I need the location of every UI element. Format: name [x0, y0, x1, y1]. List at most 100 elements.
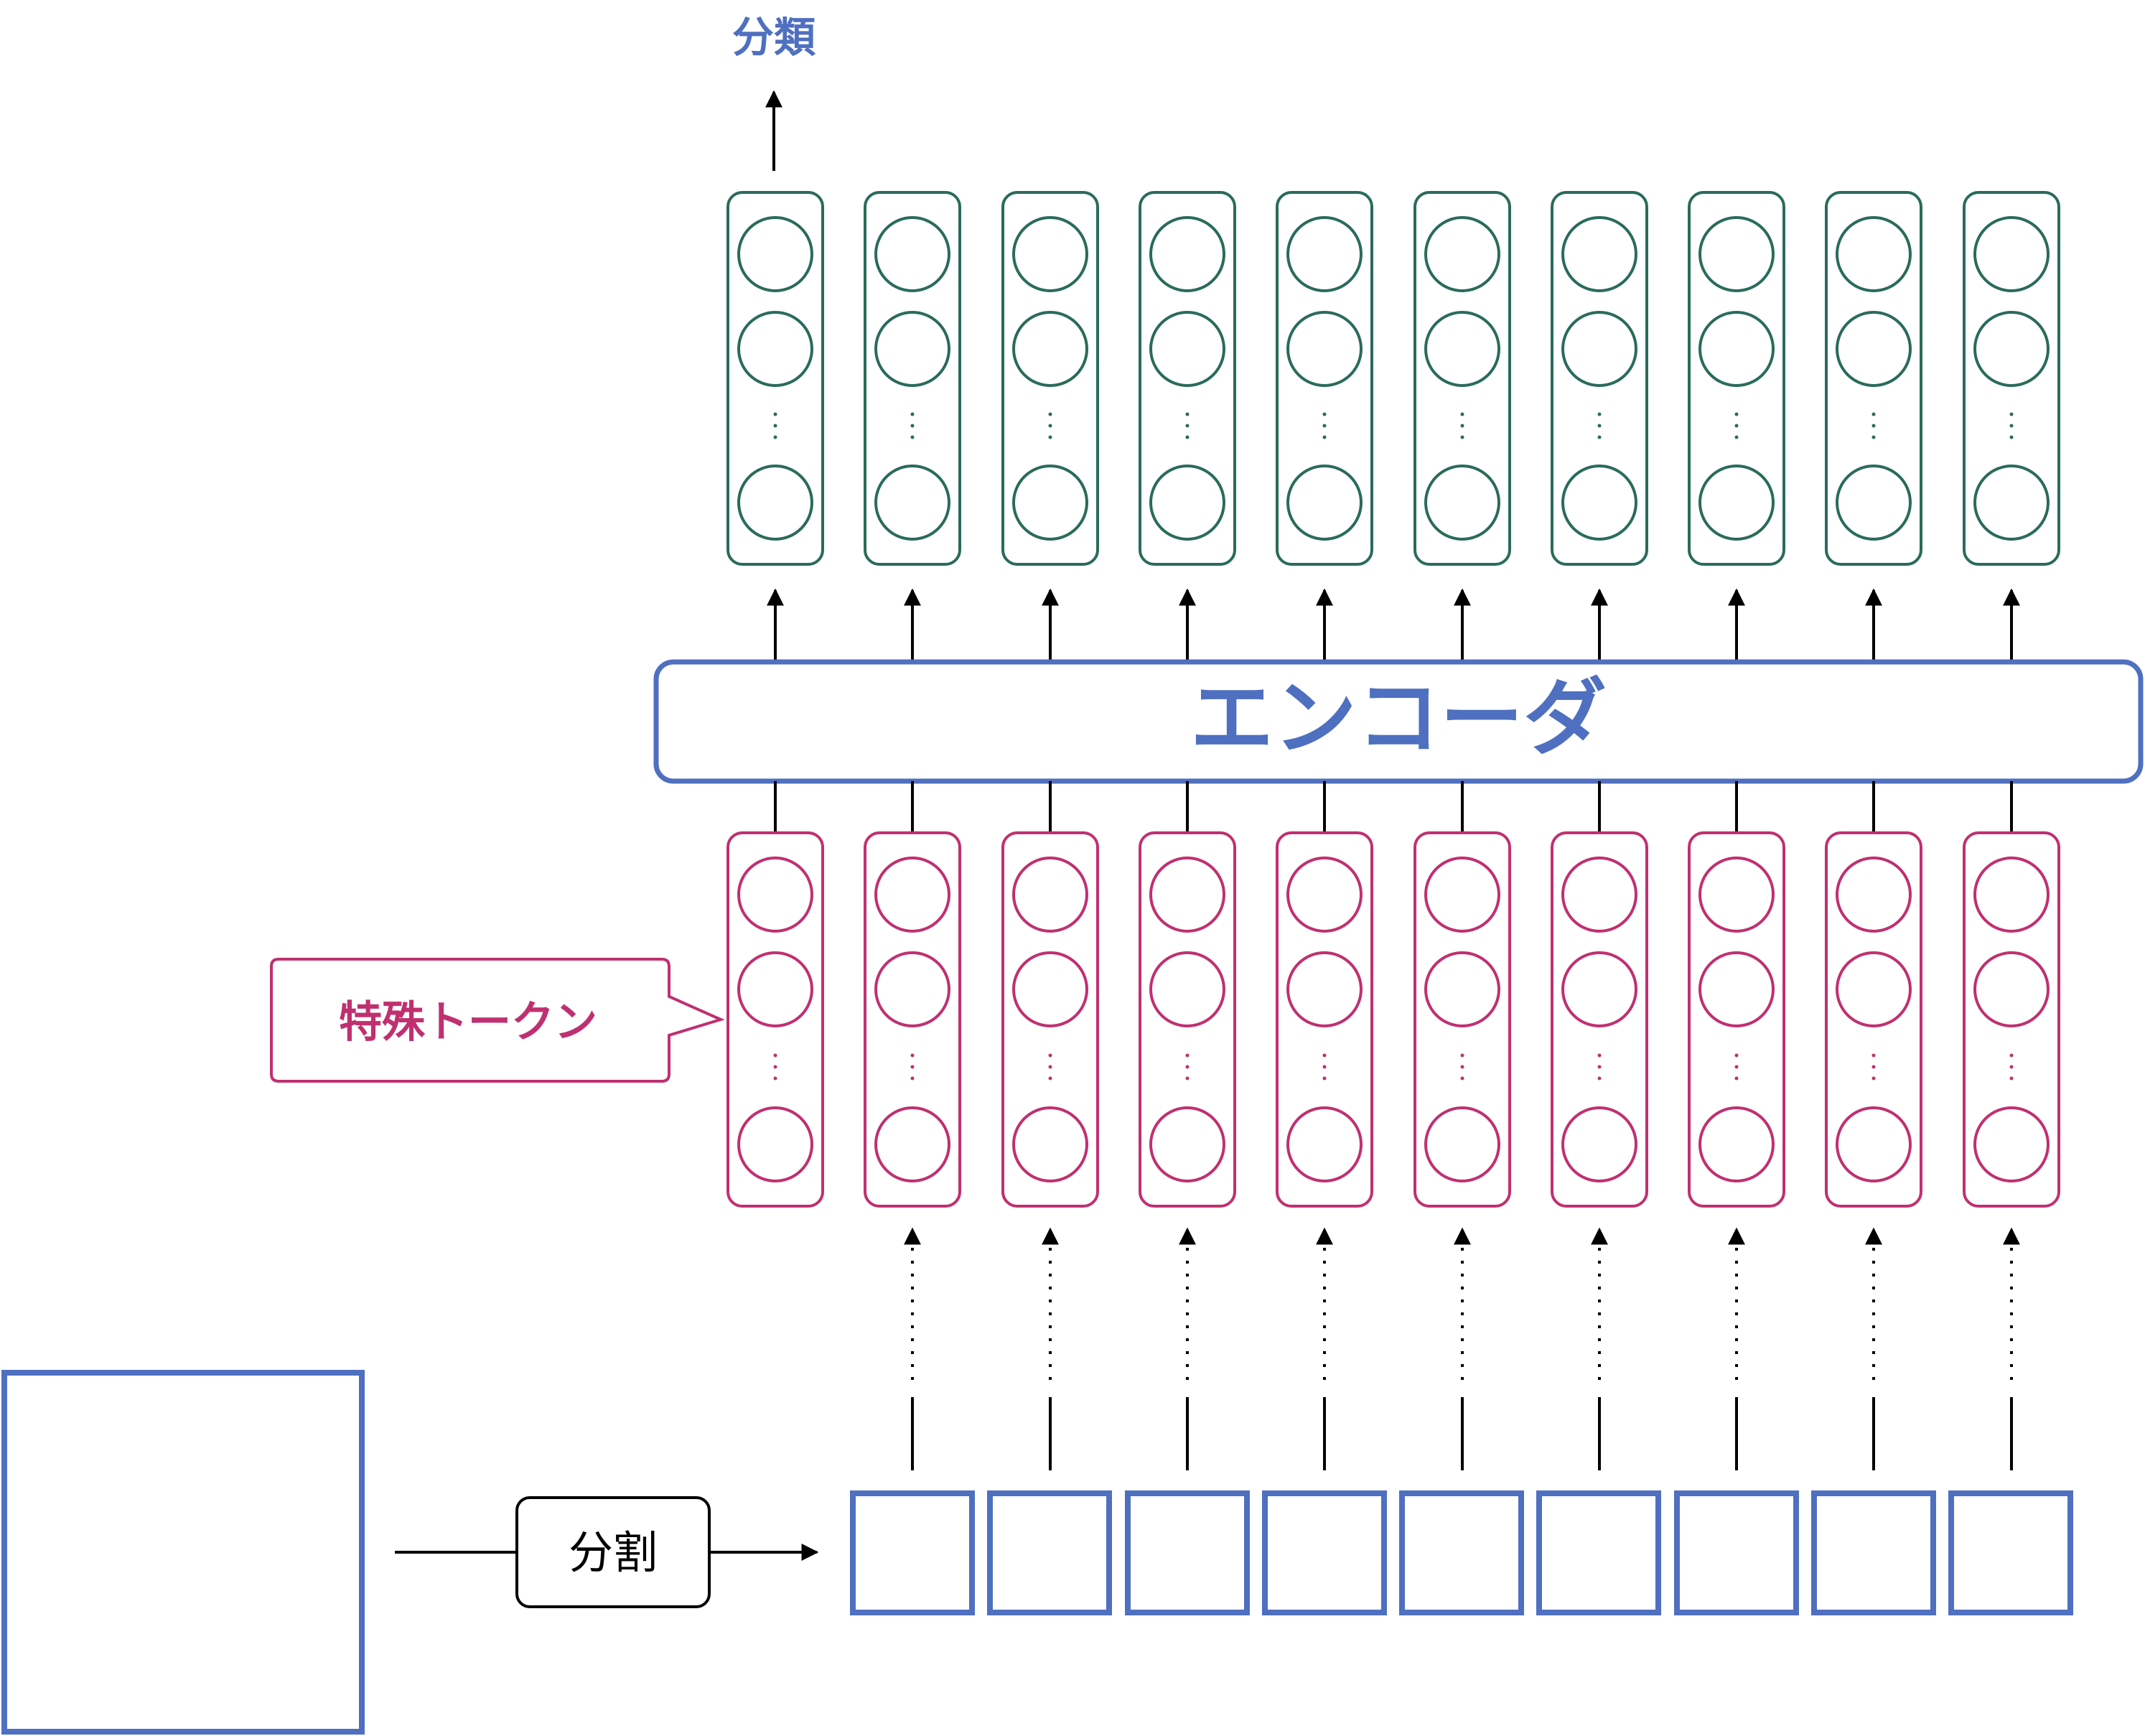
input-column-6 — [1551, 831, 1648, 1208]
neuron-node — [1286, 1106, 1363, 1182]
encoder-label: エンコーダ — [1190, 670, 1607, 767]
neuron-node — [1973, 465, 2050, 541]
ellipsis-dot — [1322, 435, 1327, 439]
neuron-node — [1836, 465, 1912, 541]
image-patch — [1811, 1490, 1936, 1615]
output-column-7 — [1688, 191, 1785, 566]
neuron-node — [1149, 216, 1225, 292]
classification-label: 分類 — [732, 13, 816, 62]
ellipsis-dot — [1871, 1076, 1876, 1081]
neuron-node — [1973, 311, 2050, 387]
ellipsis-dot — [1322, 424, 1327, 428]
neuron-node — [1149, 1106, 1225, 1182]
neuron-node — [1973, 951, 2050, 1027]
ellipsis-dot — [1460, 424, 1464, 428]
neuron-node — [874, 216, 950, 292]
neuron-node — [1286, 857, 1363, 933]
neuron-node — [1698, 951, 1775, 1027]
output-column-4 — [1276, 191, 1373, 566]
encoder-input-lines — [774, 781, 2013, 833]
input-column-9 — [1963, 831, 2060, 1208]
output-column-6 — [1551, 191, 1648, 566]
ellipsis-dot — [1322, 1076, 1327, 1081]
ellipsis-dot — [1322, 412, 1327, 416]
ellipsis-dot — [1460, 1053, 1464, 1058]
neuron-node — [874, 1106, 950, 1182]
ellipsis-dot — [773, 435, 777, 439]
neuron-node — [1561, 465, 1637, 541]
input-column-1 — [864, 831, 961, 1208]
neuron-node — [1424, 311, 1500, 387]
neuron-node — [1561, 857, 1637, 933]
neuron-node — [1836, 1106, 1912, 1182]
ellipsis-dot — [1048, 435, 1052, 439]
image-patches — [850, 1490, 2073, 1615]
image-patch — [1674, 1490, 1799, 1615]
ellipsis-dot — [1597, 1053, 1602, 1058]
ellipsis-dot — [1597, 424, 1602, 428]
encoder-box — [653, 659, 2144, 784]
ellipsis-dot — [1185, 1065, 1190, 1069]
neuron-node — [874, 951, 950, 1027]
output-column-0 — [726, 191, 824, 566]
ellipsis-dot — [2009, 412, 2014, 416]
ellipsis-dot — [1460, 435, 1464, 439]
neuron-node — [1424, 951, 1500, 1027]
encoder-output-arrows — [767, 588, 2020, 662]
neuron-node — [1973, 857, 2050, 933]
ellipsis-dot — [1597, 412, 1602, 416]
ellipsis-dot — [773, 1053, 777, 1058]
ellipsis-dot — [2009, 1053, 2014, 1058]
image-patch — [850, 1490, 975, 1615]
ellipsis-dot — [910, 412, 915, 416]
input-column-3 — [1139, 831, 1236, 1208]
input-column-8 — [1825, 831, 1922, 1208]
neuron-node — [1836, 216, 1912, 292]
neuron-node — [1973, 1106, 2050, 1182]
neuron-node — [1012, 465, 1088, 541]
neuron-node — [1973, 216, 2050, 292]
neuron-node — [874, 465, 950, 541]
neuron-node — [1698, 311, 1775, 387]
special-token-label: 特殊トークン — [339, 997, 597, 1047]
ellipsis-dot — [1871, 412, 1876, 416]
special-token-callout — [270, 958, 725, 1083]
neuron-node — [1149, 465, 1225, 541]
neuron-node — [1012, 857, 1088, 933]
ellipsis-dot — [773, 412, 777, 416]
ellipsis-dot — [1871, 1053, 1876, 1058]
input-column-2 — [1001, 831, 1099, 1208]
input-column-7 — [1688, 831, 1785, 1208]
neuron-node — [737, 951, 813, 1027]
input-image — [1, 1370, 365, 1735]
neuron-node — [874, 857, 950, 933]
ellipsis-dot — [2009, 1076, 2014, 1081]
ellipsis-dot — [2009, 424, 2014, 428]
input-column-5 — [1413, 831, 1511, 1208]
neuron-node — [1149, 951, 1225, 1027]
image-patch — [987, 1490, 1112, 1615]
ellipsis-dot — [1185, 412, 1190, 416]
neuron-node — [1424, 857, 1500, 933]
neuron-node — [1149, 311, 1225, 387]
neuron-node — [737, 311, 813, 387]
ellipsis-dot — [910, 1076, 915, 1081]
neuron-node — [1286, 951, 1363, 1027]
neuron-node — [1286, 311, 1363, 387]
ellipsis-dot — [1871, 1065, 1876, 1069]
ellipsis-dot — [910, 424, 915, 428]
ellipsis-dot — [1460, 412, 1464, 416]
ellipsis-dot — [1322, 1053, 1327, 1058]
neuron-node — [1149, 857, 1225, 933]
image-patch — [1399, 1490, 1524, 1615]
neuron-node — [1836, 311, 1912, 387]
ellipsis-dot — [1460, 1065, 1464, 1069]
neuron-node — [1698, 216, 1775, 292]
output-column-9 — [1963, 191, 2060, 566]
image-patch — [1125, 1490, 1250, 1615]
output-token-columns — [726, 191, 2060, 566]
neuron-node — [1698, 857, 1775, 933]
ellipsis-dot — [1185, 1076, 1190, 1081]
neuron-node — [1286, 216, 1363, 292]
